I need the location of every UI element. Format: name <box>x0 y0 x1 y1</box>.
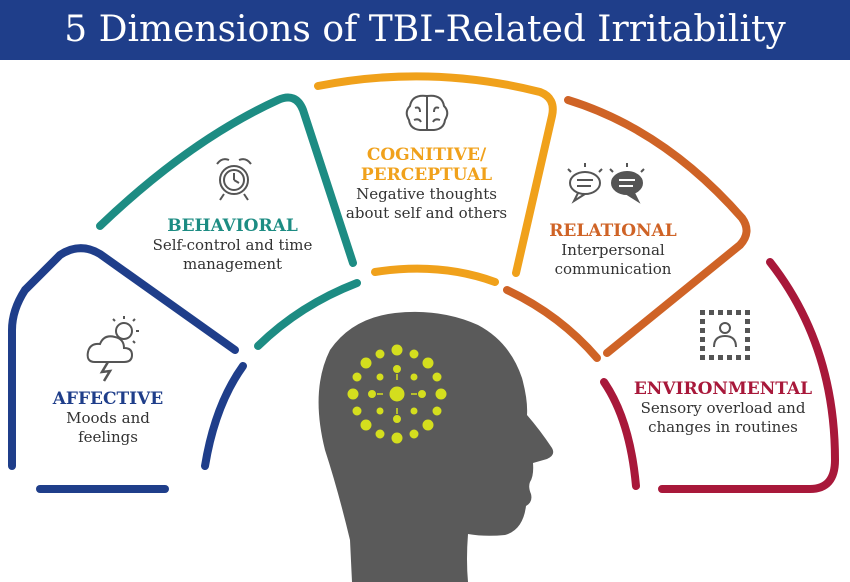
relational-title: RELATIONAL <box>549 221 677 241</box>
cognitive-description: Negative thoughts about self and others <box>345 185 508 222</box>
page-title: 5 Dimensions of TBI-Related Irritability <box>64 9 786 50</box>
behavioral-title: BEHAVIORAL <box>167 216 298 236</box>
relational-arc <box>503 96 751 362</box>
affective-description: Moods and feelings <box>66 409 150 446</box>
behavioral-label-group: BEHAVIORAL Self-control and time managem… <box>140 216 325 274</box>
cognitive-label-group: COGNITIVE/ PERCEPTUAL Negative thoughts … <box>344 145 509 223</box>
storm-cloud-sun-icon <box>86 316 139 382</box>
speech-bubbles-icon <box>567 163 645 204</box>
brain-icon <box>405 94 449 131</box>
cognitive-title: COGNITIVE/ PERCEPTUAL <box>360 145 493 185</box>
cognitive-arc <box>314 72 557 286</box>
alarm-clock-icon <box>216 158 252 201</box>
environmental-arc <box>600 258 839 493</box>
environmental-description: Sensory overload and changes in routines <box>640 399 806 436</box>
affective-label-group: AFFECTIVE Moods and feelings <box>38 389 178 447</box>
behavioral-description: Self-control and time management <box>152 236 313 273</box>
affective-arc <box>8 244 247 493</box>
title-bar <box>0 0 850 60</box>
person-in-frame-icon <box>700 310 750 360</box>
brain-burst <box>347 344 447 444</box>
head-silhouette <box>318 311 554 582</box>
relational-description: Interpersonal communication <box>554 241 672 278</box>
relational-label-group: RELATIONAL Interpersonal communication <box>532 221 694 279</box>
affective-title: AFFECTIVE <box>52 389 164 409</box>
environmental-title: ENVIRONMENTAL <box>633 379 813 399</box>
behavioral-arc <box>96 93 361 350</box>
environmental-label-group: ENVIRONMENTAL Sensory overload and chang… <box>628 379 818 437</box>
